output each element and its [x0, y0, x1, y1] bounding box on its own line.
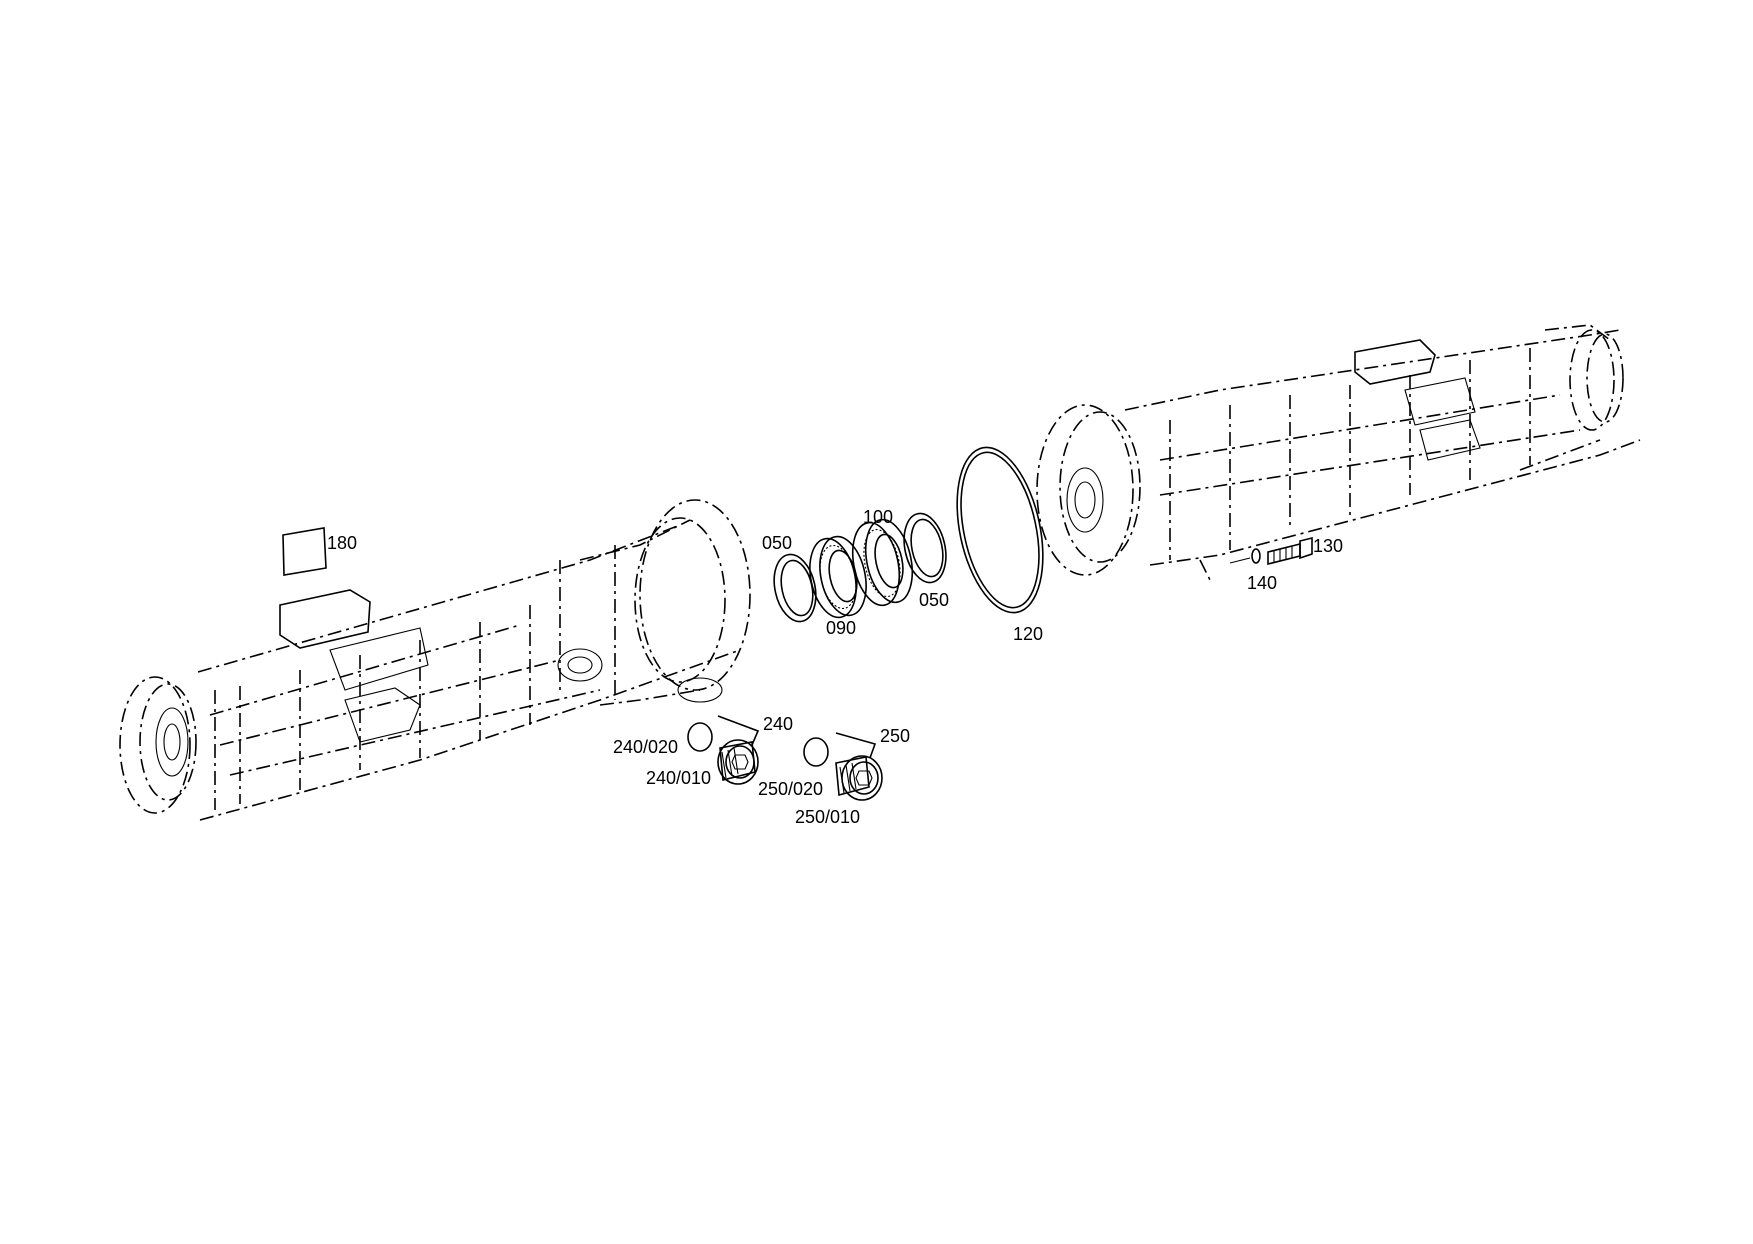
callout-240-010: 240/010 — [646, 768, 712, 788]
callout-240: 240 — [763, 714, 794, 734]
callout-250-010: 250/010 — [795, 807, 861, 827]
part-130-bolt — [1267, 536, 1313, 566]
callout-250-020: 250/020 — [758, 779, 824, 799]
callout-180: 180 — [327, 533, 358, 553]
part-100-bearing — [851, 518, 914, 607]
callout-050-right: 050 — [919, 590, 950, 610]
part-090-bearing — [809, 535, 867, 619]
callout-050-left: 050 — [762, 533, 793, 553]
part-240-plug-group — [687, 715, 760, 785]
part-120-o-ring — [956, 446, 1044, 614]
left-axle-housing — [119, 499, 751, 821]
callout-090: 090 — [826, 618, 857, 638]
part-050-ring-right — [903, 512, 947, 584]
callout-140: 140 — [1247, 573, 1278, 593]
callout-250: 250 — [880, 726, 911, 746]
right-axle-housing — [1036, 324, 1641, 581]
part-180-plate — [282, 527, 327, 576]
callout-240-020: 240/020 — [613, 737, 679, 757]
part-140-washer — [1251, 548, 1261, 564]
callout-100: 100 — [863, 507, 894, 527]
callout-130: 130 — [1313, 536, 1344, 556]
callout-120: 120 — [1013, 624, 1044, 644]
part-250-plug-group — [803, 732, 883, 801]
